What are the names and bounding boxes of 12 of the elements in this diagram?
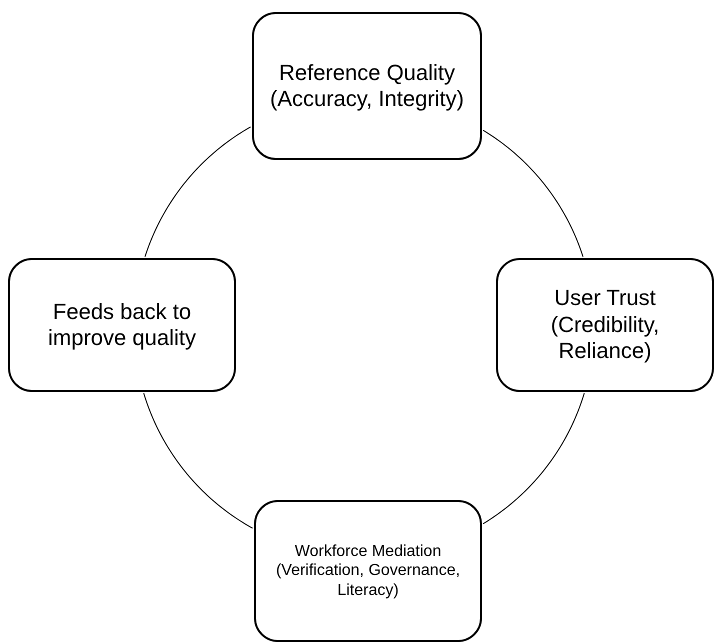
connector-arc (144, 126, 252, 258)
connector-arc (482, 130, 584, 258)
node-text: Reference Quality (Accuracy, Integrity) (269, 60, 465, 112)
node-text: Workforce Mediation (Verification, Governance, Literacy) (274, 542, 462, 600)
connector-arc (143, 392, 254, 529)
rounded-box (496, 258, 714, 392)
connector-arc (482, 392, 585, 524)
node-text: User Trust (Credibility, Reliance) (550, 285, 660, 365)
rounded-box (252, 12, 482, 160)
rounded-box (254, 500, 482, 642)
rounded-box (8, 258, 236, 392)
node-text: Feeds back to improve quality (47, 298, 197, 352)
